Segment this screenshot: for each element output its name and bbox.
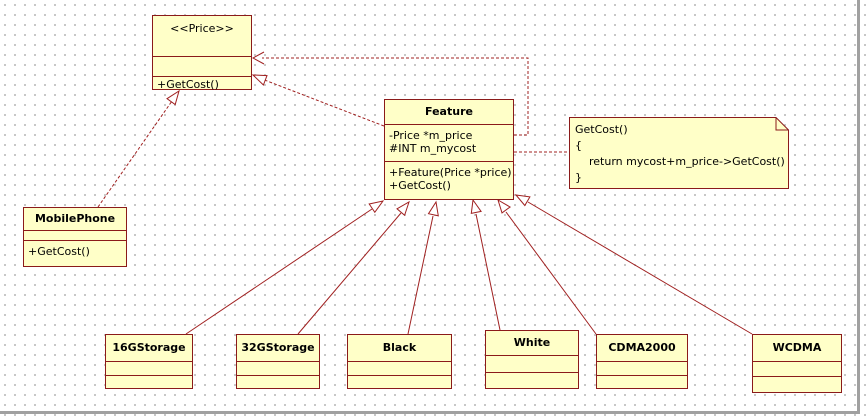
class-attributes [486,355,578,372]
class-operations [348,375,451,387]
gen-line-white [475,213,501,331]
gen-arrow-32gstorage [396,200,410,217]
feature-realization-line [261,78,385,127]
class-attributes [753,361,841,376]
getcost-note[interactable]: GetCost() { return mycost+m_price->GetCo… [569,117,789,189]
gen-line-32gstorage [297,212,402,335]
note-line: { [575,139,582,152]
class-operations [753,376,841,390]
class-operations [486,372,578,387]
price-attributes [153,56,251,76]
price-op: +GetCost() [157,78,219,91]
class-attributes [348,361,451,375]
mobile-realization-arrow [166,89,180,106]
class-name: 32GStorage [241,341,315,354]
feature-operations: +Feature(Price *price) +GetCost() [385,161,513,192]
feature-op: +Feature(Price *price) [389,166,512,179]
gen-arrow-black [427,200,439,217]
price-class[interactable]: <<Price>> +GetCost() [152,15,252,91]
class-wcdma[interactable]: WCDMA [752,334,842,393]
gen-line-black [407,215,434,335]
mobilephone-class[interactable]: MobilePhone +GetCost() [23,207,127,267]
class-name: Black [382,341,417,354]
class-cdma2000[interactable]: CDMA2000 [596,334,688,389]
class-name: WCDMA [772,341,822,354]
class-name: CDMA2000 [608,341,676,354]
note-line: } [575,171,582,184]
class-32gstorage[interactable]: 32GStorage [236,334,320,389]
class-white[interactable]: White [485,330,579,389]
feature-attributes: -Price *m_price #INT m_mycost [385,124,513,161]
mobile-realization-line [97,100,173,208]
mobilephone-operations: +GetCost() [24,240,126,258]
feature-dependency-arrow [251,51,265,65]
mobilephone-name: MobilePhone [34,212,116,225]
price-stereotype: <<Price>> [170,22,234,35]
gen-arrow-white [470,198,482,215]
class-black[interactable]: Black [347,334,452,389]
feature-op: +GetCost() [389,179,451,192]
note-shape [569,117,789,189]
gen-arrow-16gstorage [368,200,385,214]
mobilephone-op: +GetCost() [28,245,90,258]
feature-realization-arrow [251,74,268,86]
class-operations [597,375,687,387]
gen-arrow-cdma2000 [497,198,512,214]
price-operations: +GetCost() [153,76,251,91]
feature-attr: -Price *m_price [389,129,473,142]
feature-attr: #INT m_mycost [389,142,477,155]
class-attributes [237,361,319,375]
class-attributes [597,361,687,375]
gen-line-wcdma [527,201,753,335]
class-operations [106,375,192,387]
class-16gstorage[interactable]: 16GStorage [105,334,193,389]
note-line: return mycost+m_price->GetCost() [575,155,785,168]
gen-line-cdma2000 [505,211,597,335]
note-line: GetCost() [575,123,628,136]
class-attributes [106,361,192,375]
class-operations [237,375,319,387]
feature-class[interactable]: Feature -Price *m_price #INT m_mycost +F… [384,99,514,200]
gen-line-16gstorage [185,208,373,335]
feature-dependency-line [262,57,529,136]
class-name: 16GStorage [112,341,186,354]
feature-name: Feature [425,105,473,118]
class-name: White [513,336,551,349]
mobilephone-attributes [24,230,126,240]
gen-arrow-wcdma [514,194,531,207]
